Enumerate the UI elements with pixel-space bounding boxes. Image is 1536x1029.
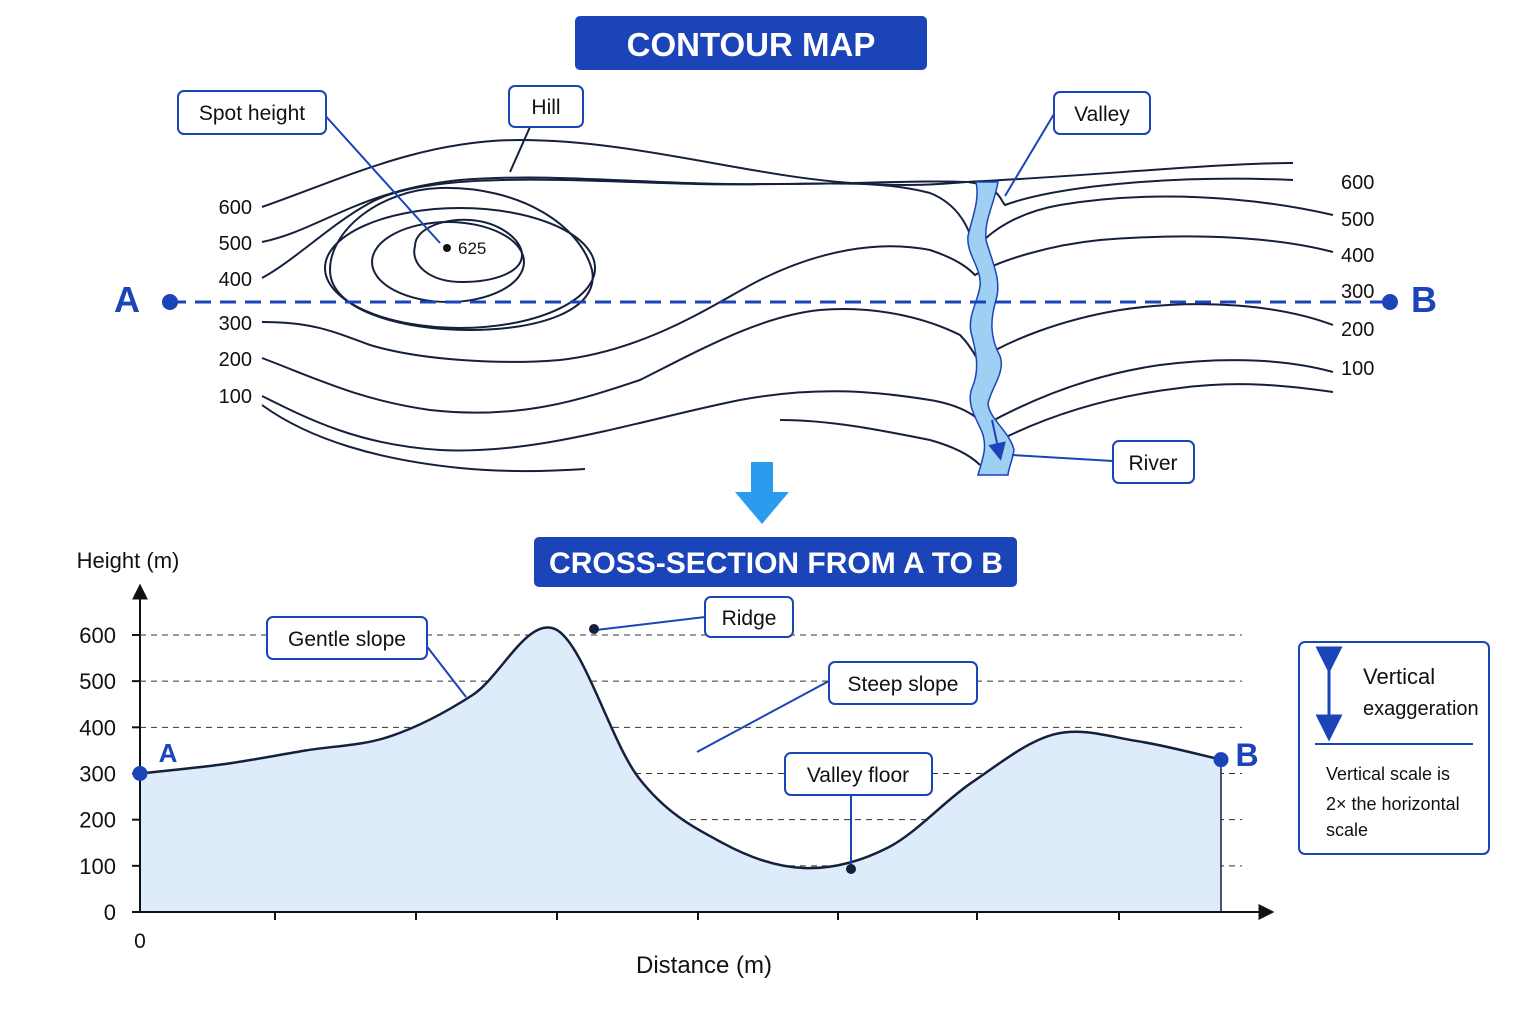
callout-river: River [1011,440,1195,484]
point-b-marker [1382,294,1398,310]
contour-label: 300 [1341,281,1374,303]
callout-gentle-slope: Gentle slope [266,616,467,698]
axis-layer [132,583,1275,920]
callout-steep-slope: Steep slope [696,661,978,753]
contour-line-300 [261,235,1334,363]
note-heading-line1: Vertical [1363,664,1435,689]
contour-lines [261,138,1334,473]
callout-spot-height: Spot height [177,90,441,244]
contour-label: 100 [219,386,252,408]
map-title: CONTOUR MAP [627,26,876,63]
point-a-label: A [114,279,140,320]
cross-section-chart: 0 100 200 300 400 500 600 0 Height (m) Distanc… [77,548,1275,979]
callout-valley: Valley [1004,91,1151,197]
contour-labels-right: 600 500 400 300 200 100 [1341,172,1374,380]
section-title-badge: CROSS-SECTION FROM A TO B [534,537,1017,587]
section-endpoint-a: A [132,738,178,781]
point-a-marker [162,294,178,310]
valley-floor-point [846,864,856,874]
endpoint-a-label: A [159,738,178,768]
callout-label: Valley [1074,103,1130,126]
section-endpoint-b: B [1213,737,1259,773]
note-body-line3: scale [1326,820,1368,840]
contour-line-low [261,404,586,473]
contour-line-600 [261,138,1294,208]
y-tick-label: 600 [79,623,116,648]
contour-line-low-2 [779,419,981,466]
contour-label: 400 [219,269,252,291]
contour-label: 100 [1341,358,1374,380]
note-heading-line2: exaggeration [1363,698,1479,720]
note-body-line1: Vertical scale is [1326,764,1450,784]
contour-label: 200 [1341,319,1374,341]
spot-height-value: 625 [458,239,486,258]
contour-ring-outer [324,207,596,329]
vertical-exaggeration-note: Vertical exaggeration Vertical scale is … [1298,641,1490,855]
callout-hill: Hill [508,85,584,173]
callout-label: Gentle slope [288,628,406,651]
endpoint-b-label: B [1235,737,1258,773]
callout-label: Ridge [722,607,777,630]
map-title-badge: CONTOUR MAP [575,16,927,70]
profile-area [140,627,1221,912]
contour-label: 600 [1341,172,1374,194]
contour-label: 200 [219,349,252,371]
x-axis-label: Distance (m) [636,952,772,979]
y-tick-label: 200 [79,808,116,833]
contour-line-low-3 [999,383,1334,441]
y-tick-label: 300 [79,761,116,786]
callout-label: Steep slope [848,673,959,696]
section-line-ab: A B [114,279,1437,320]
river [967,181,1015,476]
contour-ring-lower [328,186,594,332]
contour-labels-left: 600 500 400 300 200 100 [219,197,252,408]
contour-line-400 [261,178,1334,279]
contour-line-100 [261,359,1334,452]
down-arrow-icon [735,462,789,524]
y-tick-label: 0 [104,900,116,925]
point-b-label: B [1411,279,1437,320]
contour-label: 500 [1341,209,1374,231]
ridge-point [589,624,599,634]
contour-line-200 [261,303,1334,414]
callout-label: River [1128,452,1177,475]
callout-valley-floor: Valley floor [784,752,933,874]
section-title: CROSS-SECTION FROM A TO B [549,547,1003,580]
callout-label: Valley floor [807,764,909,787]
y-tick-labels: 0 100 200 300 400 500 600 [79,623,116,925]
contour-ring-inner [413,218,524,284]
y-tick-label: 100 [79,854,116,879]
x-tick-label: 0 [134,930,146,953]
y-tick-label: 400 [79,715,116,740]
y-axis-label: Height (m) [77,548,180,573]
profile-line [139,626,1222,870]
contour-ring-middle [371,221,525,303]
contour-label: 400 [1341,245,1374,267]
y-tick-label: 500 [79,669,116,694]
contour-label: 600 [219,197,252,219]
contour-label: 500 [219,233,252,255]
spot-height: 625 [443,239,486,258]
callout-label: Spot height [199,102,305,125]
contour-label: 300 [219,313,252,335]
callout-ridge: Ridge [589,596,794,638]
callout-label: Hill [531,96,560,119]
note-body-line2: 2× the horizontal [1326,794,1460,814]
